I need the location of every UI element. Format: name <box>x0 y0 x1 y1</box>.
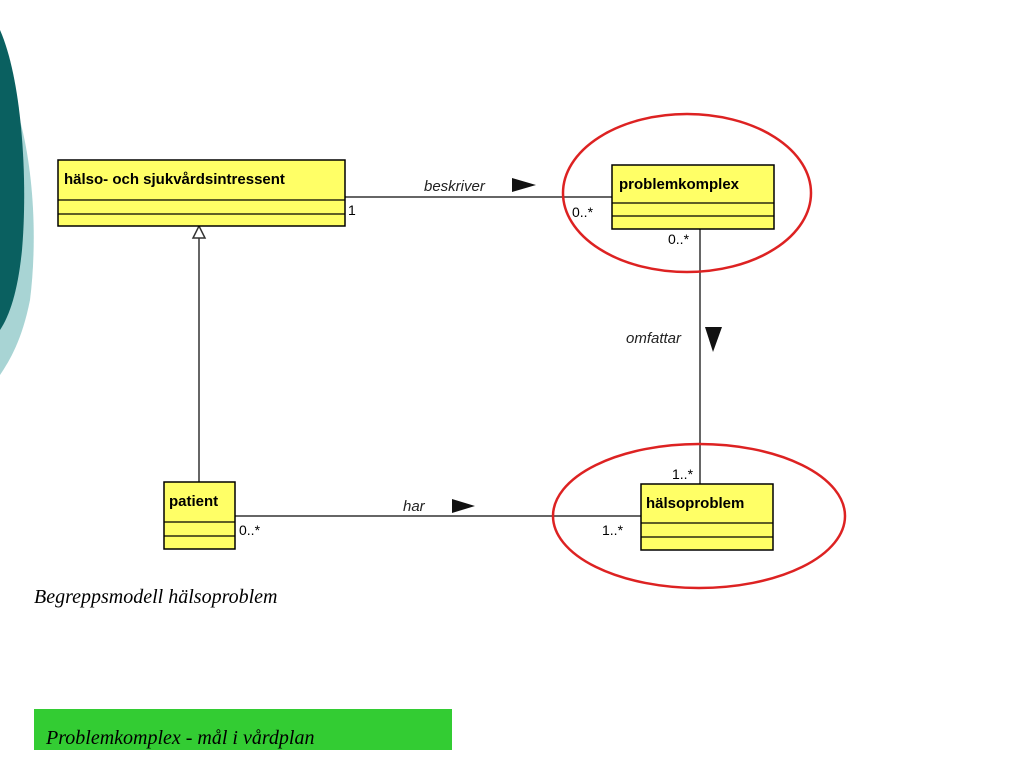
side-band-dark <box>0 30 25 330</box>
generalization-arrowhead <box>191 224 207 239</box>
multiplicity-har-target: 1..* <box>602 522 624 538</box>
association-label-omfattar: omfattar <box>626 330 682 347</box>
class-patient[interactable]: patient <box>163 481 236 550</box>
multiplicity-beskriver-target: 0..* <box>572 204 594 220</box>
footer-label: Problemkomplex - mål i vårdplan <box>46 727 315 749</box>
class-problemkomplex-title: problemkomplex <box>619 176 740 193</box>
class-halsoproblem-title: hälsoproblem <box>646 495 744 512</box>
direction-arrow-right-icon <box>512 178 536 192</box>
highlight-ellipse-halsoproblem <box>551 442 847 590</box>
class-halsoproblem[interactable]: hälsoproblem <box>640 483 774 551</box>
direction-arrow-right-icon <box>452 499 475 513</box>
diagram-caption: Begreppsmodell hälsoproblem <box>34 586 278 608</box>
multiplicity-har-source: 0..* <box>239 522 261 538</box>
multiplicity-omfattar-target: 1..* <box>672 466 694 482</box>
multiplicity-beskriver-source: 1 <box>348 202 356 218</box>
highlight-ellipse-problemkomplex <box>561 112 813 274</box>
class-intressent-title: hälso- och sjukvårdsintressent <box>64 171 285 188</box>
direction-arrow-down-icon <box>705 327 722 352</box>
class-intressent[interactable]: hälso- och sjukvårdsintressent <box>57 159 346 227</box>
association-label-har: har <box>403 498 426 515</box>
class-patient-title: patient <box>169 493 218 510</box>
footer-bar: Problemkomplex - mål i vårdplan <box>34 709 452 750</box>
multiplicity-omfattar-source: 0..* <box>668 231 690 247</box>
class-problemkomplex[interactable]: problemkomplex <box>611 164 775 230</box>
association-label-beskriver: beskriver <box>424 178 486 195</box>
